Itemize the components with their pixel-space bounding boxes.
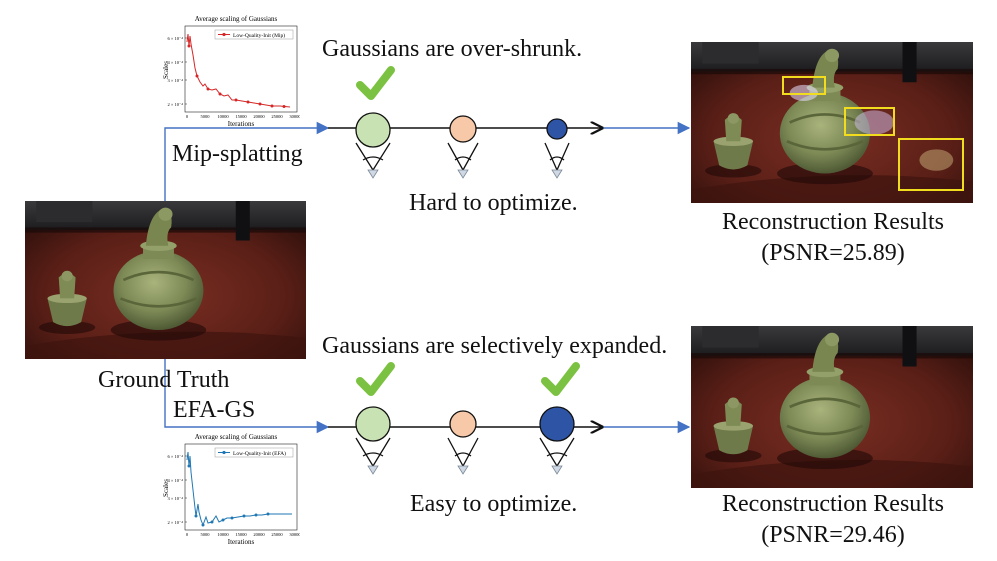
mip-scaling-chart: Average scaling of Gaussians 6 × 10⁻⁴ 4 ×… — [162, 15, 300, 128]
chart-xlabel: Iterations — [228, 538, 255, 546]
chart-ylabel: Scales — [162, 61, 170, 79]
ground-truth-photo — [25, 201, 306, 359]
x-tick-label: 0 — [186, 532, 189, 537]
gaussian-large-top — [546, 118, 568, 140]
bottom-result-title: Reconstruction Results — [722, 491, 944, 517]
chart-xlabel: Iterations — [228, 120, 255, 128]
gaussian-medium-top — [449, 115, 477, 143]
artifact-box-1 — [782, 76, 826, 95]
bottom-input-arrow — [164, 359, 330, 434]
camera-tip-icon — [551, 169, 563, 179]
x-tick-label: 25000 — [271, 114, 283, 119]
bottom-result-psnr: (PSNR=29.46) — [761, 522, 905, 548]
x-tick-label: 5000 — [201, 532, 211, 537]
legend-marker — [222, 450, 226, 455]
mip-series-line — [186, 33, 291, 108]
chart-frame — [184, 25, 298, 113]
efa-series-line — [186, 451, 292, 527]
x-tick-label: 15000 — [235, 114, 247, 119]
x-tick-label: 20000 — [253, 532, 265, 537]
artifact-box-2 — [844, 107, 895, 136]
top-camera-cones — [355, 142, 570, 172]
chart-title: Average scaling of Gaussians — [195, 15, 278, 23]
ground-truth-label: Ground Truth — [98, 367, 230, 393]
chart-legend: Low-Quality-Init (EFA) — [233, 450, 286, 457]
mip-series-markers — [187, 44, 286, 108]
check-icon — [356, 66, 395, 100]
x-tick-label: 10000 — [217, 114, 229, 119]
y-tick-label: 6 × 10⁻⁴ — [168, 36, 184, 41]
y-tick-label: 3 × 10⁻⁴ — [168, 496, 184, 501]
x-tick-label: 5000 — [201, 114, 211, 119]
x-tick-label: 30000 — [289, 532, 300, 537]
x-tick-label: 15000 — [235, 532, 247, 537]
x-tick-label: 20000 — [253, 114, 265, 119]
y-tick-label: 2 × 10⁻⁴ — [168, 102, 184, 107]
chart-legend: Low-Quality-Init (Mip) — [233, 32, 285, 39]
x-tick-label: 25000 — [271, 532, 283, 537]
efa-gs-result-photo — [691, 326, 973, 488]
y-tick-label: 2 × 10⁻⁴ — [168, 520, 184, 525]
y-tick-label: 3 × 10⁻⁴ — [168, 78, 184, 83]
bottom-note-lower: Easy to optimize. — [410, 491, 578, 517]
camera-tip-icon — [457, 465, 469, 475]
mip-splatting-label: Mip-splatting — [172, 141, 303, 167]
legend-marker — [222, 32, 226, 37]
bottom-result-caption: Reconstruction Results (PSNR=29.46) — [692, 489, 974, 551]
top-note-lower: Hard to optimize. — [409, 190, 578, 216]
top-input-arrow — [164, 121, 330, 201]
top-result-psnr: (PSNR=25.89) — [761, 240, 905, 266]
camera-tip-icon — [551, 465, 563, 475]
x-tick-label: 30000 — [289, 114, 300, 119]
camera-tip-icon — [367, 169, 379, 179]
camera-tip-icon — [457, 169, 469, 179]
efa-series-markers — [187, 464, 270, 527]
x-tick-label: 10000 — [217, 532, 229, 537]
mip-splatting-result-photo — [691, 42, 973, 203]
artifact-box-3 — [898, 138, 964, 191]
gaussian-small-top — [355, 112, 391, 148]
bottom-camera-cones — [355, 437, 575, 468]
chart-ylabel: Scales — [162, 479, 170, 497]
top-note-upper: Gaussians are over-shrunk. — [322, 36, 583, 62]
gaussian-large-bottom — [539, 406, 575, 442]
chart-frame — [184, 443, 298, 531]
check-icon — [356, 362, 395, 396]
chart-title: Average scaling of Gaussians — [195, 433, 278, 441]
chart-legend-box — [214, 447, 294, 458]
y-tick-label: 4 × 10⁻⁴ — [168, 478, 184, 483]
gaussian-medium-bottom — [449, 410, 477, 438]
chart-legend-box — [214, 29, 294, 40]
y-tick-label: 4 × 10⁻⁴ — [168, 60, 184, 65]
x-tick-label: 0 — [186, 114, 189, 119]
top-result-caption: Reconstruction Results (PSNR=25.89) — [692, 207, 974, 269]
check-icon — [541, 362, 580, 396]
efa-scaling-chart: Average scaling of Gaussians 6 × 10⁻⁴ 4 ×… — [162, 433, 300, 546]
camera-tip-icon — [367, 465, 379, 475]
top-result-title: Reconstruction Results — [722, 209, 944, 235]
bottom-note-upper: Gaussians are selectively expanded. — [322, 333, 668, 359]
y-tick-label: 6 × 10⁻⁴ — [168, 454, 184, 459]
efa-gs-label: EFA-GS — [173, 397, 256, 423]
gaussian-small-bottom — [355, 406, 391, 442]
